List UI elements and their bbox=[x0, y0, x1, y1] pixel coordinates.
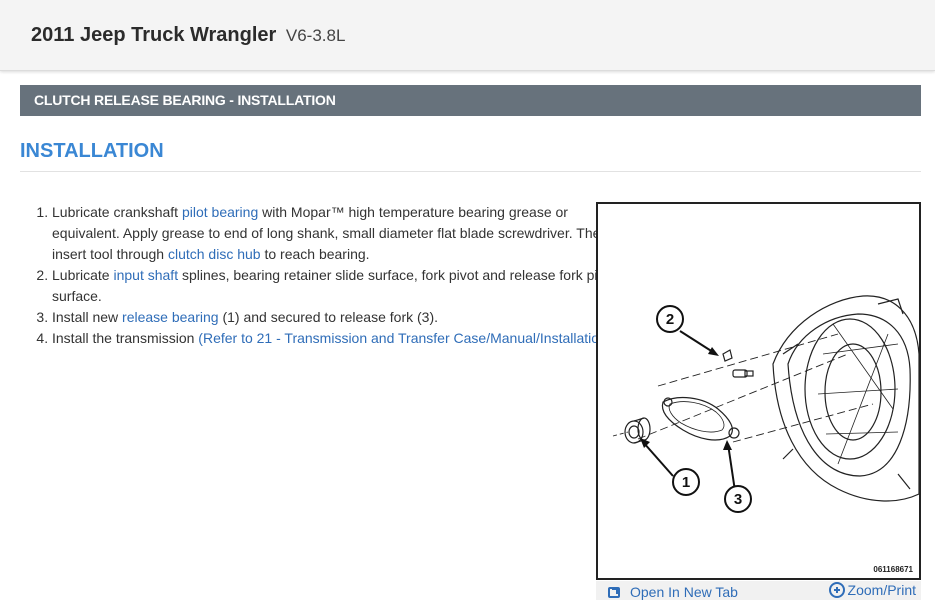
diagram-drawing: 2 1 3 bbox=[612, 295, 919, 513]
step-text: with Mopar™ high temperature bearing gre… bbox=[52, 204, 609, 262]
engine-label: V6-3.8L bbox=[285, 26, 346, 45]
callout-1: 1 bbox=[682, 474, 690, 491]
callout-2: 2 bbox=[666, 311, 674, 328]
open-in-new-tab-button[interactable]: Open In New Tab bbox=[608, 584, 738, 600]
zoom-plus-icon bbox=[828, 582, 845, 598]
step-text: to reach bearing. bbox=[260, 246, 370, 262]
zoom-print-label: Zoom/Print bbox=[847, 582, 916, 598]
pilot-bearing-link[interactable]: pilot bearing bbox=[181, 204, 259, 220]
step-2: Lubricate input shaft splines, bearing r… bbox=[52, 265, 627, 307]
step-4: Install the transmission (Refer to 21 - … bbox=[52, 328, 627, 349]
open-in-new-tab-label: Open In New Tab bbox=[630, 584, 738, 600]
page-heading: INSTALLATION bbox=[20, 140, 164, 162]
step-3: Install new release bearing (1) and secu… bbox=[52, 307, 627, 328]
top-header: 2011 Jeep Truck Wrangler V6-3.8L bbox=[0, 0, 935, 71]
figure-action-bar: Open In New Tab Zoom/Print bbox=[596, 581, 921, 600]
figure-id: 061168671 bbox=[873, 565, 913, 574]
section-title-bar: CLUTCH RELEASE BEARING - INSTALLATION bbox=[20, 85, 921, 116]
step-text: (1) and secured to release fork (3). bbox=[218, 309, 438, 325]
input-shaft-link[interactable]: input shaft bbox=[113, 267, 179, 283]
release-bearing-link[interactable]: release bearing bbox=[122, 309, 219, 325]
installation-diagram[interactable]: 2 1 3 061168671 bbox=[596, 202, 921, 580]
transmission-reference-link[interactable]: (Refer to 21 - Transmission and Transfer… bbox=[198, 330, 612, 346]
installation-steps: Lubricate crankshaft pilot bearing with … bbox=[20, 202, 627, 349]
step-1: Lubricate crankshaft pilot bearing with … bbox=[52, 202, 627, 265]
vehicle-title: 2011 Jeep Truck Wrangler V6-3.8L bbox=[31, 24, 345, 47]
step-text: Install the transmission bbox=[52, 330, 199, 346]
zoom-print-button[interactable]: Zoom/Print bbox=[828, 582, 916, 598]
open-in-new-tab-icon bbox=[608, 586, 620, 598]
vehicle-name: 2011 Jeep Truck Wrangler bbox=[31, 24, 277, 46]
clutch-disc-hub-link[interactable]: clutch disc hub bbox=[167, 246, 261, 262]
step-text: Install new bbox=[52, 309, 123, 325]
step-text: Lubricate bbox=[52, 267, 114, 283]
heading-divider bbox=[20, 171, 921, 172]
step-text: Lubricate crankshaft bbox=[52, 204, 182, 220]
callout-3: 3 bbox=[734, 491, 742, 508]
step-text: splines, bearing retainer slide surface,… bbox=[52, 267, 617, 304]
